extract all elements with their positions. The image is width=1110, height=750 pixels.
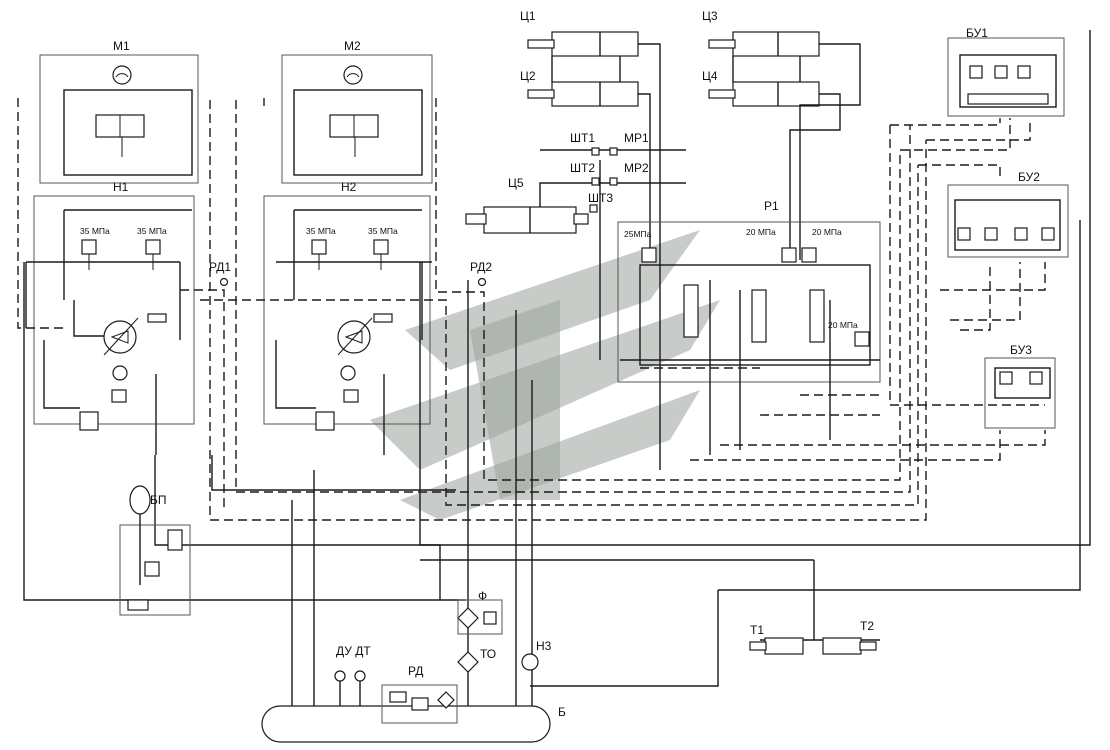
watermark-logo bbox=[370, 230, 720, 520]
pressure-switch-rd2-icon bbox=[477, 277, 487, 287]
label-m2: М2 bbox=[344, 39, 361, 53]
pressure-r1-c: 20 МПа bbox=[812, 227, 842, 237]
pressure-r1-a: 25МПа bbox=[624, 229, 652, 239]
brake-t2-icon bbox=[822, 637, 862, 655]
charge-pump-icon bbox=[112, 365, 128, 381]
distributor-p1 bbox=[617, 221, 881, 470]
label-bp: БП bbox=[150, 493, 167, 507]
filter-icon bbox=[79, 411, 99, 431]
charge-pump-icon bbox=[340, 365, 356, 381]
label-c3: Ц3 bbox=[702, 9, 718, 23]
label-rd1: РД1 bbox=[209, 260, 231, 274]
relief-valve-icon bbox=[801, 247, 817, 263]
label-du-dt: ДУ ДТ bbox=[336, 644, 371, 658]
label-mr1: МР1 bbox=[624, 131, 649, 145]
tap-mr2-icon bbox=[609, 177, 618, 186]
label-to: ТО bbox=[480, 647, 496, 661]
tap-sht3-icon bbox=[589, 204, 598, 213]
cylinder-c3-icon bbox=[732, 31, 820, 57]
labels: М1 М2 Н1 Н2 35 МПа 35 МПа 35 МПа 35 МПа … bbox=[80, 9, 1040, 719]
label-rd2: РД2 bbox=[470, 260, 492, 274]
relief-valve-icon bbox=[641, 247, 657, 263]
label-bu3: БУ3 bbox=[1010, 343, 1032, 357]
tap-sht2-icon bbox=[591, 177, 600, 186]
pressure-r1-b: 20 МПа bbox=[746, 227, 776, 237]
label-bu1: БУ1 bbox=[966, 26, 988, 40]
spool-section-icon bbox=[809, 289, 825, 343]
relief-valve-icon bbox=[311, 239, 327, 255]
cooler-to-icon bbox=[457, 651, 479, 673]
pressure-switch-rd1-icon bbox=[219, 277, 229, 287]
accumulator-unit-bp bbox=[119, 485, 191, 616]
motor-m1-icon bbox=[112, 65, 132, 85]
label-h1: Н1 bbox=[113, 180, 129, 194]
pressure-h1-left: 35 МПа bbox=[80, 226, 110, 236]
pressure-h2-right: 35 МПа bbox=[368, 226, 398, 236]
spool-section-icon bbox=[751, 289, 767, 343]
pressure-h1-right: 35 МПа bbox=[137, 226, 167, 236]
label-bu2: БУ2 bbox=[1018, 170, 1040, 184]
label-sht2: ШТ2 bbox=[570, 161, 595, 175]
pipelines bbox=[23, 30, 1091, 706]
cylinder-c2-icon bbox=[551, 81, 639, 107]
accumulator-icon bbox=[129, 485, 151, 515]
pump-station-h2 bbox=[263, 54, 433, 455]
brakes bbox=[749, 637, 877, 655]
label-c1: Ц1 bbox=[520, 9, 536, 23]
cylinder-c1-icon bbox=[551, 31, 639, 57]
spool-section-icon bbox=[683, 284, 699, 338]
label-h2: Н2 bbox=[341, 180, 357, 194]
tap-mr1-icon bbox=[609, 147, 618, 156]
label-rd: РД bbox=[408, 664, 423, 678]
label-r1: Р1 bbox=[764, 199, 779, 213]
relief-valve-icon bbox=[373, 239, 389, 255]
label-sht3: ШТ3 bbox=[588, 191, 613, 205]
tank-icon bbox=[261, 705, 551, 743]
control-unit-bu3 bbox=[984, 357, 1056, 429]
filter-icon bbox=[315, 411, 335, 431]
label-c4: Ц4 bbox=[702, 69, 718, 83]
control-unit-bu1 bbox=[947, 37, 1065, 117]
filter-f-icon bbox=[457, 607, 479, 629]
label-sht1: ШТ1 bbox=[570, 131, 595, 145]
level-gauge-icon bbox=[334, 670, 346, 682]
pressure-h2-left: 35 МПа bbox=[306, 226, 336, 236]
label-c5: Ц5 bbox=[508, 176, 524, 190]
label-t1: Т1 bbox=[750, 623, 764, 637]
label-f: Ф bbox=[478, 589, 487, 603]
label-mr2: МР2 bbox=[624, 161, 649, 175]
valve-icon bbox=[343, 389, 359, 403]
pump-n3-icon bbox=[521, 653, 539, 671]
label-c2: Ц2 bbox=[520, 69, 536, 83]
tap-sht1-icon bbox=[591, 147, 600, 156]
temperature-gauge-icon bbox=[354, 670, 366, 682]
tank-b bbox=[261, 670, 551, 743]
relief-valve-icon bbox=[81, 239, 97, 255]
motor-m2-icon bbox=[343, 65, 363, 85]
pressure-r1-d: 20 МПа bbox=[828, 320, 858, 330]
relief-valve-icon bbox=[145, 239, 161, 255]
label-m1: М1 bbox=[113, 39, 130, 53]
pump-station-h1 bbox=[26, 54, 199, 455]
valve-icon bbox=[111, 389, 127, 403]
control-unit-bu2 bbox=[947, 184, 1069, 258]
return-equipment bbox=[457, 599, 539, 673]
cylinder-c4-icon bbox=[732, 81, 820, 107]
label-t2: Т2 bbox=[860, 619, 874, 633]
label-b: Б bbox=[558, 705, 566, 719]
relief-valve-icon bbox=[854, 331, 870, 347]
relief-valve-icon bbox=[781, 247, 797, 263]
pilot-lines bbox=[17, 98, 1046, 521]
brake-t1-icon bbox=[764, 637, 804, 655]
label-n3: Н3 bbox=[536, 639, 552, 653]
cylinders bbox=[465, 31, 861, 260]
